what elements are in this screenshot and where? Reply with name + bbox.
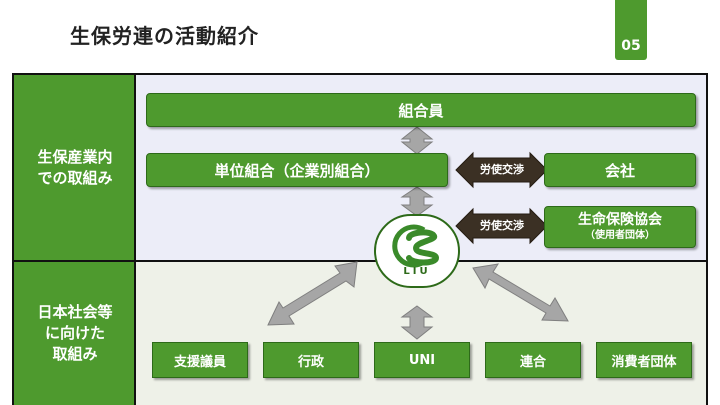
row-label-society: 日本社会等 に向けた 取組み	[14, 262, 136, 405]
labor-talks-label-upper: 労使交渉	[480, 163, 524, 176]
labor-talks-label-lower: 労使交渉	[480, 219, 524, 232]
updown-arrow-members	[400, 126, 434, 155]
row-label-industry: 生保産業内 での取組み	[14, 75, 136, 260]
members-box: 組合員	[146, 93, 696, 127]
unit-union-box: 単位組合（企業別組合）	[146, 153, 448, 187]
diag-arrow-right	[472, 263, 569, 322]
page-number: 05	[615, 0, 647, 60]
page-title: 生保労連の活動紹介	[70, 24, 259, 48]
association-sublabel: （使用者団体）	[585, 230, 655, 241]
partner-box-government: 行政	[263, 342, 359, 378]
partner-box-consumer-groups: 消費者団体	[596, 342, 692, 378]
association-label: 生命保険協会	[578, 212, 662, 228]
association-box: 生命保険協会 （使用者団体）	[544, 206, 696, 248]
updown-arrow-union	[400, 186, 434, 217]
column-divider	[134, 75, 136, 405]
partner-box-uni: UNI	[374, 342, 470, 378]
row-divider	[12, 260, 708, 262]
diagram-frame	[12, 73, 708, 405]
logo-text: LIU	[403, 266, 431, 277]
partner-box-rengo: 連合	[485, 342, 581, 378]
partner-box-supporting-legislators: 支援議員	[152, 342, 248, 378]
liu-logo: LIU	[374, 214, 460, 288]
liu-logo-mark	[392, 224, 440, 268]
diag-arrow-left	[267, 261, 358, 326]
updown-arrow-uni	[400, 305, 434, 340]
company-box: 会社	[544, 153, 696, 187]
